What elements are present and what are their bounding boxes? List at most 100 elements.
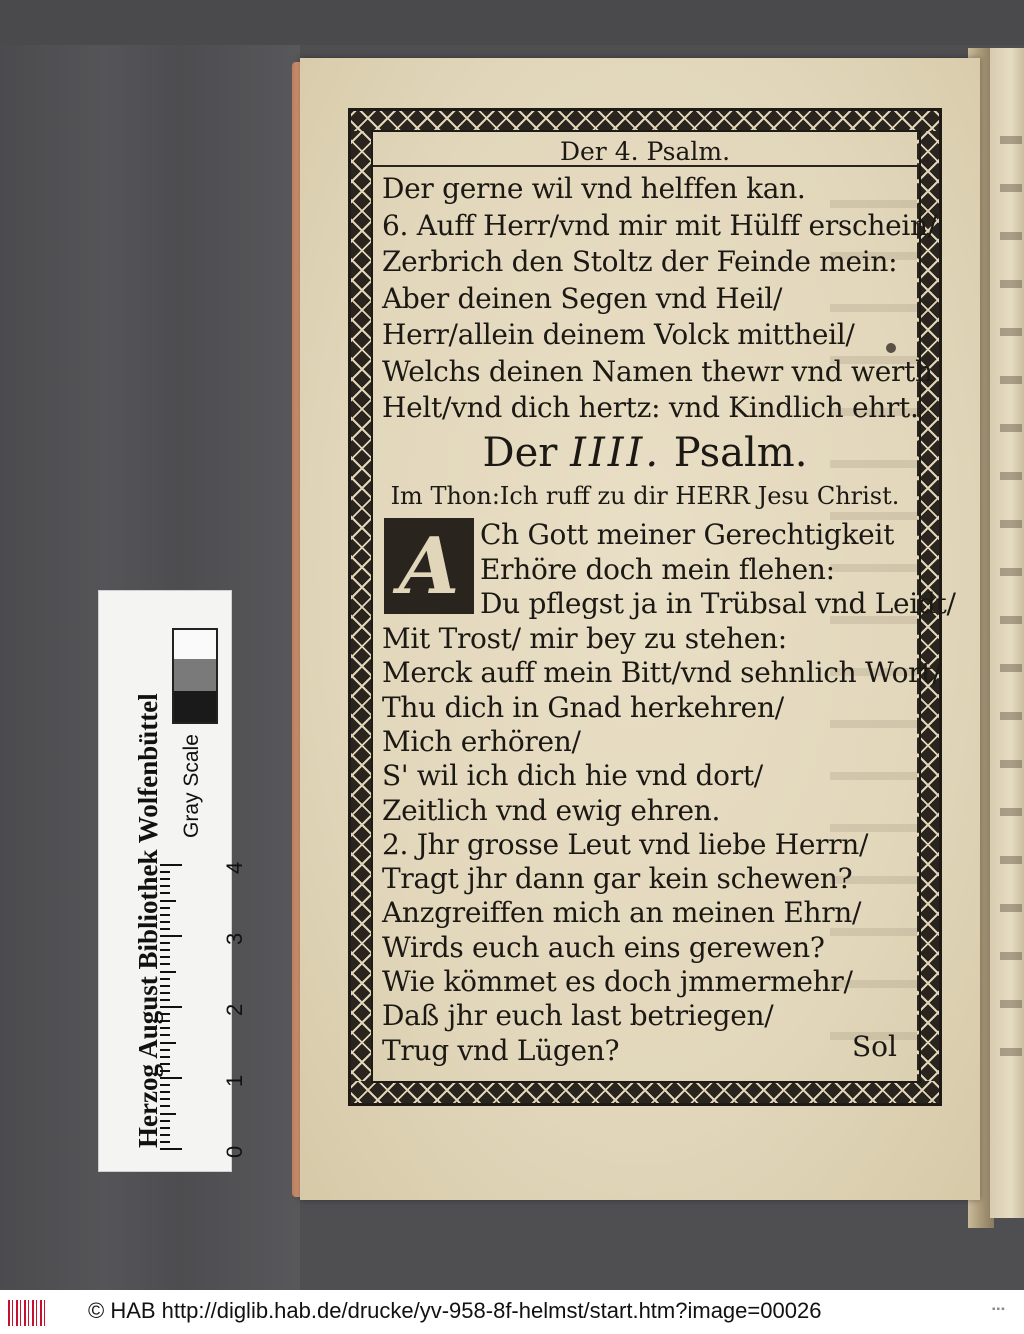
ruler-tick [160,942,170,945]
cm-ruler: 0 1 2 3 4 [160,858,247,1158]
ruler-tick [160,1034,170,1037]
lines-initial-line: Erhöre doch mein flehen: [480,552,835,586]
ruler-tick [160,920,170,923]
copyright-link[interactable]: © HAB http://diglib.hab.de/drucke/yv-958… [88,1298,822,1323]
ruler-tick [160,977,170,980]
border-band-left [351,131,373,1081]
ruler-tick [160,1105,170,1108]
gray-patch-mid [174,659,216,691]
lines-top-line: Zerbrich den Stoltz der Feinde mein: [382,245,898,278]
ruler-tick [160,871,170,874]
gray-patch-black [174,690,216,722]
tune-indication: Im Thon:Ich ruff zu dir HERR Jesu Christ… [390,482,900,510]
ruler-tick [160,949,170,952]
border-band-top [351,111,939,131]
facing-page-edge [990,48,1024,1218]
paper-hole [886,343,896,353]
mount-top-strip [0,0,1024,45]
ornamental-border [348,108,942,1106]
psalm-title-prefix: Der [482,430,558,476]
lines-body-line: 2. Jhr grosse Leut vnd liebe Herrn/ [382,827,869,861]
facing-page-text-fragment [1000,110,1022,1090]
lines-body-line: Trug vnd Lügen? [382,1033,620,1067]
ruler-tick [160,1077,182,1079]
lines-body-line: Wie kömmet es doch jmmermehr/ [382,965,853,998]
ruler-tick [160,885,170,888]
border-band-bottom [351,1081,939,1103]
ruler-number: 4 [222,861,247,874]
ruler-tick [160,899,176,902]
ruler-tick [160,927,170,930]
ruler-tick [160,1084,170,1087]
ruler-tick [160,1126,170,1129]
ruler-tick [160,984,170,987]
ruler-number: 0 [222,1145,247,1158]
lines-body-line: Zeitlich vnd ewig ehren. [382,793,721,827]
lines-body-line: Wirds euch auch eins gerewen? [382,930,825,964]
hab-barcode-logo-icon [8,1300,48,1326]
lines-body-line: Mich erhören/ [382,724,581,758]
lines-top-line: Aber deinen Segen vnd Heil/ [382,281,783,315]
border-inner-line [371,130,921,1083]
ruler-tick [160,935,182,937]
ruler-tick [160,998,170,1001]
lines-top-line: Herr/allein deinem Volck mittheil/ [382,318,855,351]
ruler-tick [160,1112,176,1115]
psalm-title-number: IIII. [570,430,662,476]
book-page [300,58,980,1200]
running-head: Der 4. Psalm. [559,137,731,166]
lines-body-line: Anzgreiffen mich an meinen Ehrn/ [382,896,862,930]
psalm-title: Der IIII. Psalm. [380,430,910,476]
gray-scale-label: Gray Scale [180,734,203,838]
ruler-tick [160,970,176,973]
ruler-tick [160,963,170,966]
ruler-tick [160,1140,170,1143]
ruler-tick [160,956,170,959]
ruler-tick [160,1148,182,1150]
decorated-initial: A [384,518,474,614]
ruler-tick [160,1119,170,1122]
lines-top-line: 6. Auff Herr/vnd mir mit Hülff erschein/ [382,208,937,242]
ruler-tick [160,991,170,994]
ruler-tick [160,1098,170,1101]
ruler-tick [160,1055,170,1058]
lines-top-line: Der gerne wil vnd helffen kan. [382,172,806,205]
ruler-tick [160,913,170,916]
catchword: Sol [852,1030,897,1063]
gray-scale-patches [172,628,218,724]
verso-show-through [830,170,920,1050]
lines-initial-line: Ch Gott meiner Gerechtigkeit [480,518,895,551]
ruler-number: 1 [222,1074,247,1087]
gray-patch-white [174,630,216,660]
lines-body-line: Merck auff mein Bitt/vnd sehnlich Wort/ [382,656,942,690]
lines-body-line: Tragt jhr dann gar kein schewen? [382,862,853,896]
ruler-tick [160,1133,170,1136]
footer-corner-mark: ▪▪▪ [992,1304,1006,1315]
ruler-tick [160,1091,170,1094]
ruler-tick [160,1069,170,1072]
ruler-number: 2 [222,1003,247,1016]
header-rule [373,165,919,167]
lines-top-line: Welchs deinen Namen thewr vnd werth [382,354,933,388]
ruler-number: 3 [222,932,247,945]
ruler-tick [160,892,170,895]
lines-initial-line: Du pflegst ja in Trübsal vnd Leidt/ [480,587,956,620]
footer-bar [0,1290,1024,1334]
initial-letter: A [398,520,460,612]
ruler-tick [160,1048,170,1051]
ruler-tick [160,878,170,881]
ruler-tick [160,1062,170,1065]
lines-top-line: Helt/vnd dich hertz: vnd Kindlich ehrt. [382,391,919,424]
ruler-tick [160,1027,170,1030]
lines-body-line: Mit Trost/ mir bey zu stehen: [382,622,787,655]
border-band-right [917,131,939,1081]
ruler-tick [160,1020,170,1023]
ruler-tick [160,864,182,866]
psalm-title-suffix: Psalm. [673,430,808,476]
ruler-tick [160,1013,170,1016]
lines-body-line: Daß jhr euch last betriegen/ [382,999,774,1033]
lines-body-line: S' wil ich dich hie vnd dort/ [382,759,763,793]
ruler-tick [160,906,170,909]
ruler-tick [160,1006,182,1008]
lines-body-line: Thu dich in Gnad herkehren/ [382,690,784,724]
